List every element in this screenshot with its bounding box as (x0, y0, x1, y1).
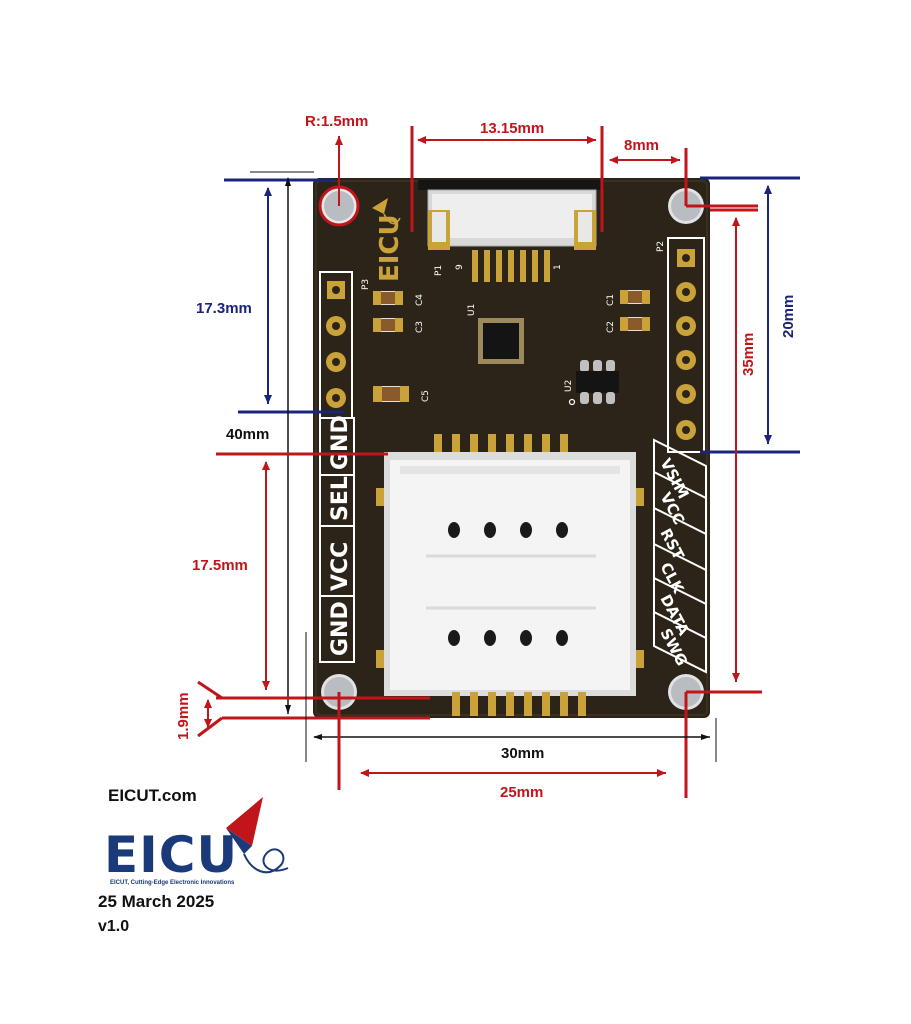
chip-u1: U1 (467, 304, 524, 364)
dim-left-bottom-span: 17.5mm (192, 452, 430, 700)
dim-left-top-span: 17.3mm (196, 178, 344, 414)
capacitor-c3: C3 (373, 318, 425, 333)
left-pin-label-gnd-bottom: GND (328, 601, 353, 656)
dim-connector-width-label: 13.15mm (480, 120, 544, 137)
dim-hole-spacing: 25mm (337, 692, 666, 801)
dim-hole-radius-label: R:1.5mm (305, 113, 368, 130)
sim-card-holder (376, 434, 644, 716)
brand-tagline: EICUT, Cutting-Edge Electronic Innovatio… (110, 880, 235, 886)
capacitor-c5: C5 (373, 386, 431, 402)
designator-c4: C4 (415, 294, 425, 306)
left-pin-header-p3: P3 GND SEL VCC GND (319, 271, 371, 663)
chip-u2: U2 (564, 360, 619, 406)
designator-p1: P1 (434, 265, 444, 276)
pin-1-label: 1 (553, 264, 563, 270)
fpc-connector-p1: P1 9 1 (418, 180, 604, 282)
pcb-board: P1 9 1 EICU P3 GND (313, 178, 710, 718)
designator-c3: C3 (415, 321, 425, 333)
left-pin-label-vcc: VCC (328, 542, 353, 591)
fpc-pins (472, 250, 550, 282)
capacitor-c1: C1 (606, 290, 650, 306)
dim-right-hole-span-label: 20mm (780, 295, 797, 338)
sim-contact-holes (448, 522, 568, 646)
pin-9-label: 9 (455, 264, 465, 270)
designator-c5: C5 (421, 390, 431, 402)
dim-board-width: 30mm (305, 632, 717, 762)
dim-bottom-offset: 1.9mm (175, 680, 430, 740)
right-header-pads (676, 249, 696, 440)
left-pin-label-gnd-top: GND (328, 415, 353, 470)
designator-c1: C1 (606, 294, 616, 306)
dim-right-full-span-label: 35mm (740, 333, 757, 376)
dim-right-hole-span: 20mm (700, 176, 800, 454)
dim-left-top-span-label: 17.3mm (196, 300, 252, 317)
dim-hole-offset-label: 8mm (624, 137, 659, 154)
dim-hole-radius: R:1.5mm (305, 113, 368, 206)
left-pin-label-sel: SEL (328, 476, 353, 521)
sim-holder-top-pins (434, 434, 568, 456)
dim-hole-spacing-label: 25mm (500, 784, 543, 801)
brand-logo: EICU (104, 797, 289, 884)
brand-block: EICUT.com EICUT, Cutting-Edge Electronic… (96, 784, 316, 944)
capacitor-c2: C2 (606, 317, 650, 333)
brand-date: 25 March 2025 (98, 892, 215, 911)
designator-u2: U2 (564, 380, 574, 392)
dim-board-width-label: 30mm (501, 745, 544, 762)
dim-board-height-label: 40mm (226, 426, 269, 443)
capacitor-c4: C4 (373, 291, 425, 306)
dimension-annotations: R:1.5mm 13.15mm 8mm 17.3mm 2 (175, 113, 800, 801)
board-logo: EICU (372, 198, 405, 282)
sim-holder-bottom-pins (452, 692, 586, 716)
dim-board-height: 40mm (226, 171, 314, 719)
dim-bottom-offset-label: 1.9mm (175, 692, 192, 740)
designator-c2: C2 (606, 321, 616, 333)
designator-p2: P2 (656, 241, 666, 252)
designator-p3: P3 (361, 279, 371, 290)
board-logo-text: EICU (375, 214, 405, 282)
brand-logo-text: EICU (104, 826, 238, 884)
dim-connector-width: 13.15mm (410, 120, 604, 232)
brand-version: v1.0 (98, 918, 130, 935)
left-header-pads (326, 281, 346, 408)
brand-site: EICUT.com (108, 786, 197, 805)
dim-hole-offset: 8mm (609, 137, 758, 208)
dim-left-bottom-span-label: 17.5mm (192, 557, 248, 574)
designator-u1: U1 (467, 304, 477, 316)
dim-right-full-span: 35mm (684, 208, 762, 798)
